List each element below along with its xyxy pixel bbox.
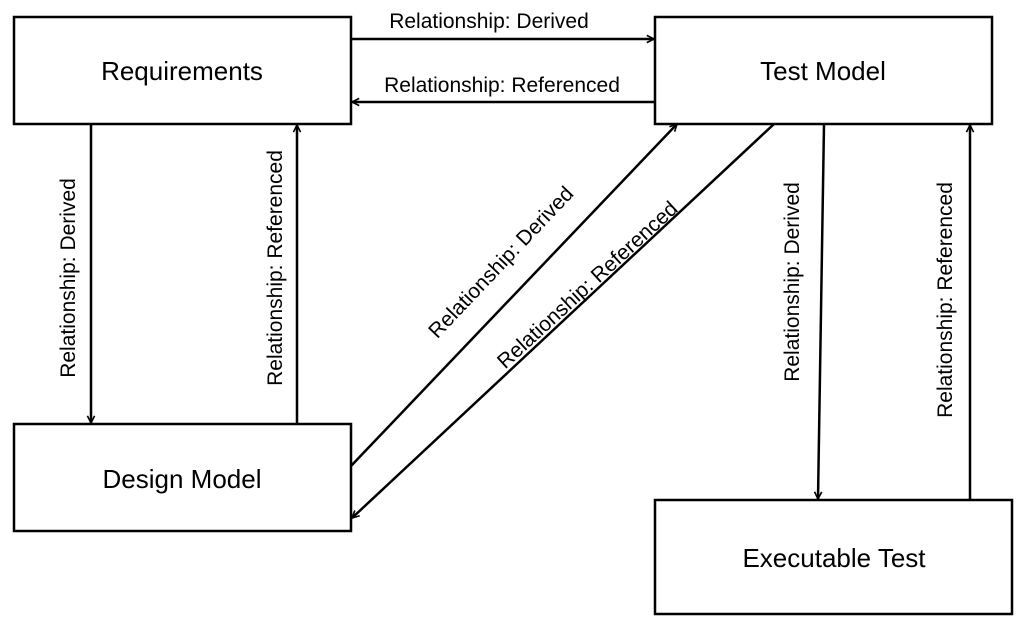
edge-req-to-design-derived: Relationship: Derived — [57, 124, 91, 423]
edge-label-test-to-req: Relationship: Referenced — [384, 74, 620, 97]
edge-label-req-to-design: Relationship: Derived — [57, 178, 80, 378]
executable-test-node: Executable Test — [653, 498, 1014, 616]
edge-req-to-test-derived: Relationship: Derived — [351, 10, 654, 39]
edge-test-to-design-referenced: Relationship: Referenced — [352, 123, 775, 518]
design-model-label: Design Model — [103, 464, 262, 494]
edge-design-to-req-referenced: Relationship: Referenced — [264, 125, 297, 424]
edge-label-exec-to-test: Relationship: Referenced — [934, 182, 957, 418]
edge-design-to-test-derived: Relationship: Derived — [350, 124, 677, 467]
edge-label-req-to-test: Relationship: Derived — [389, 10, 589, 33]
edge-test-to-req-referenced: Relationship: Referenced — [352, 74, 655, 102]
edge-test-to-exec-derived: Relationship: Derived — [781, 123, 826, 499]
edge-label-design-to-req: Relationship: Referenced — [264, 150, 287, 386]
test-model-label: Test Model — [760, 56, 886, 86]
requirements-node: Requirements — [12, 15, 353, 126]
requirements-label: Requirements — [101, 56, 263, 86]
design-model-node: Design Model — [12, 422, 353, 533]
edge-label-test-to-exec: Relationship: Derived — [781, 182, 804, 382]
executable-test-label: Executable Test — [742, 543, 926, 573]
edge-exec-to-test-referenced: Relationship: Referenced — [934, 125, 970, 500]
test-model-node: Test Model — [653, 15, 994, 126]
